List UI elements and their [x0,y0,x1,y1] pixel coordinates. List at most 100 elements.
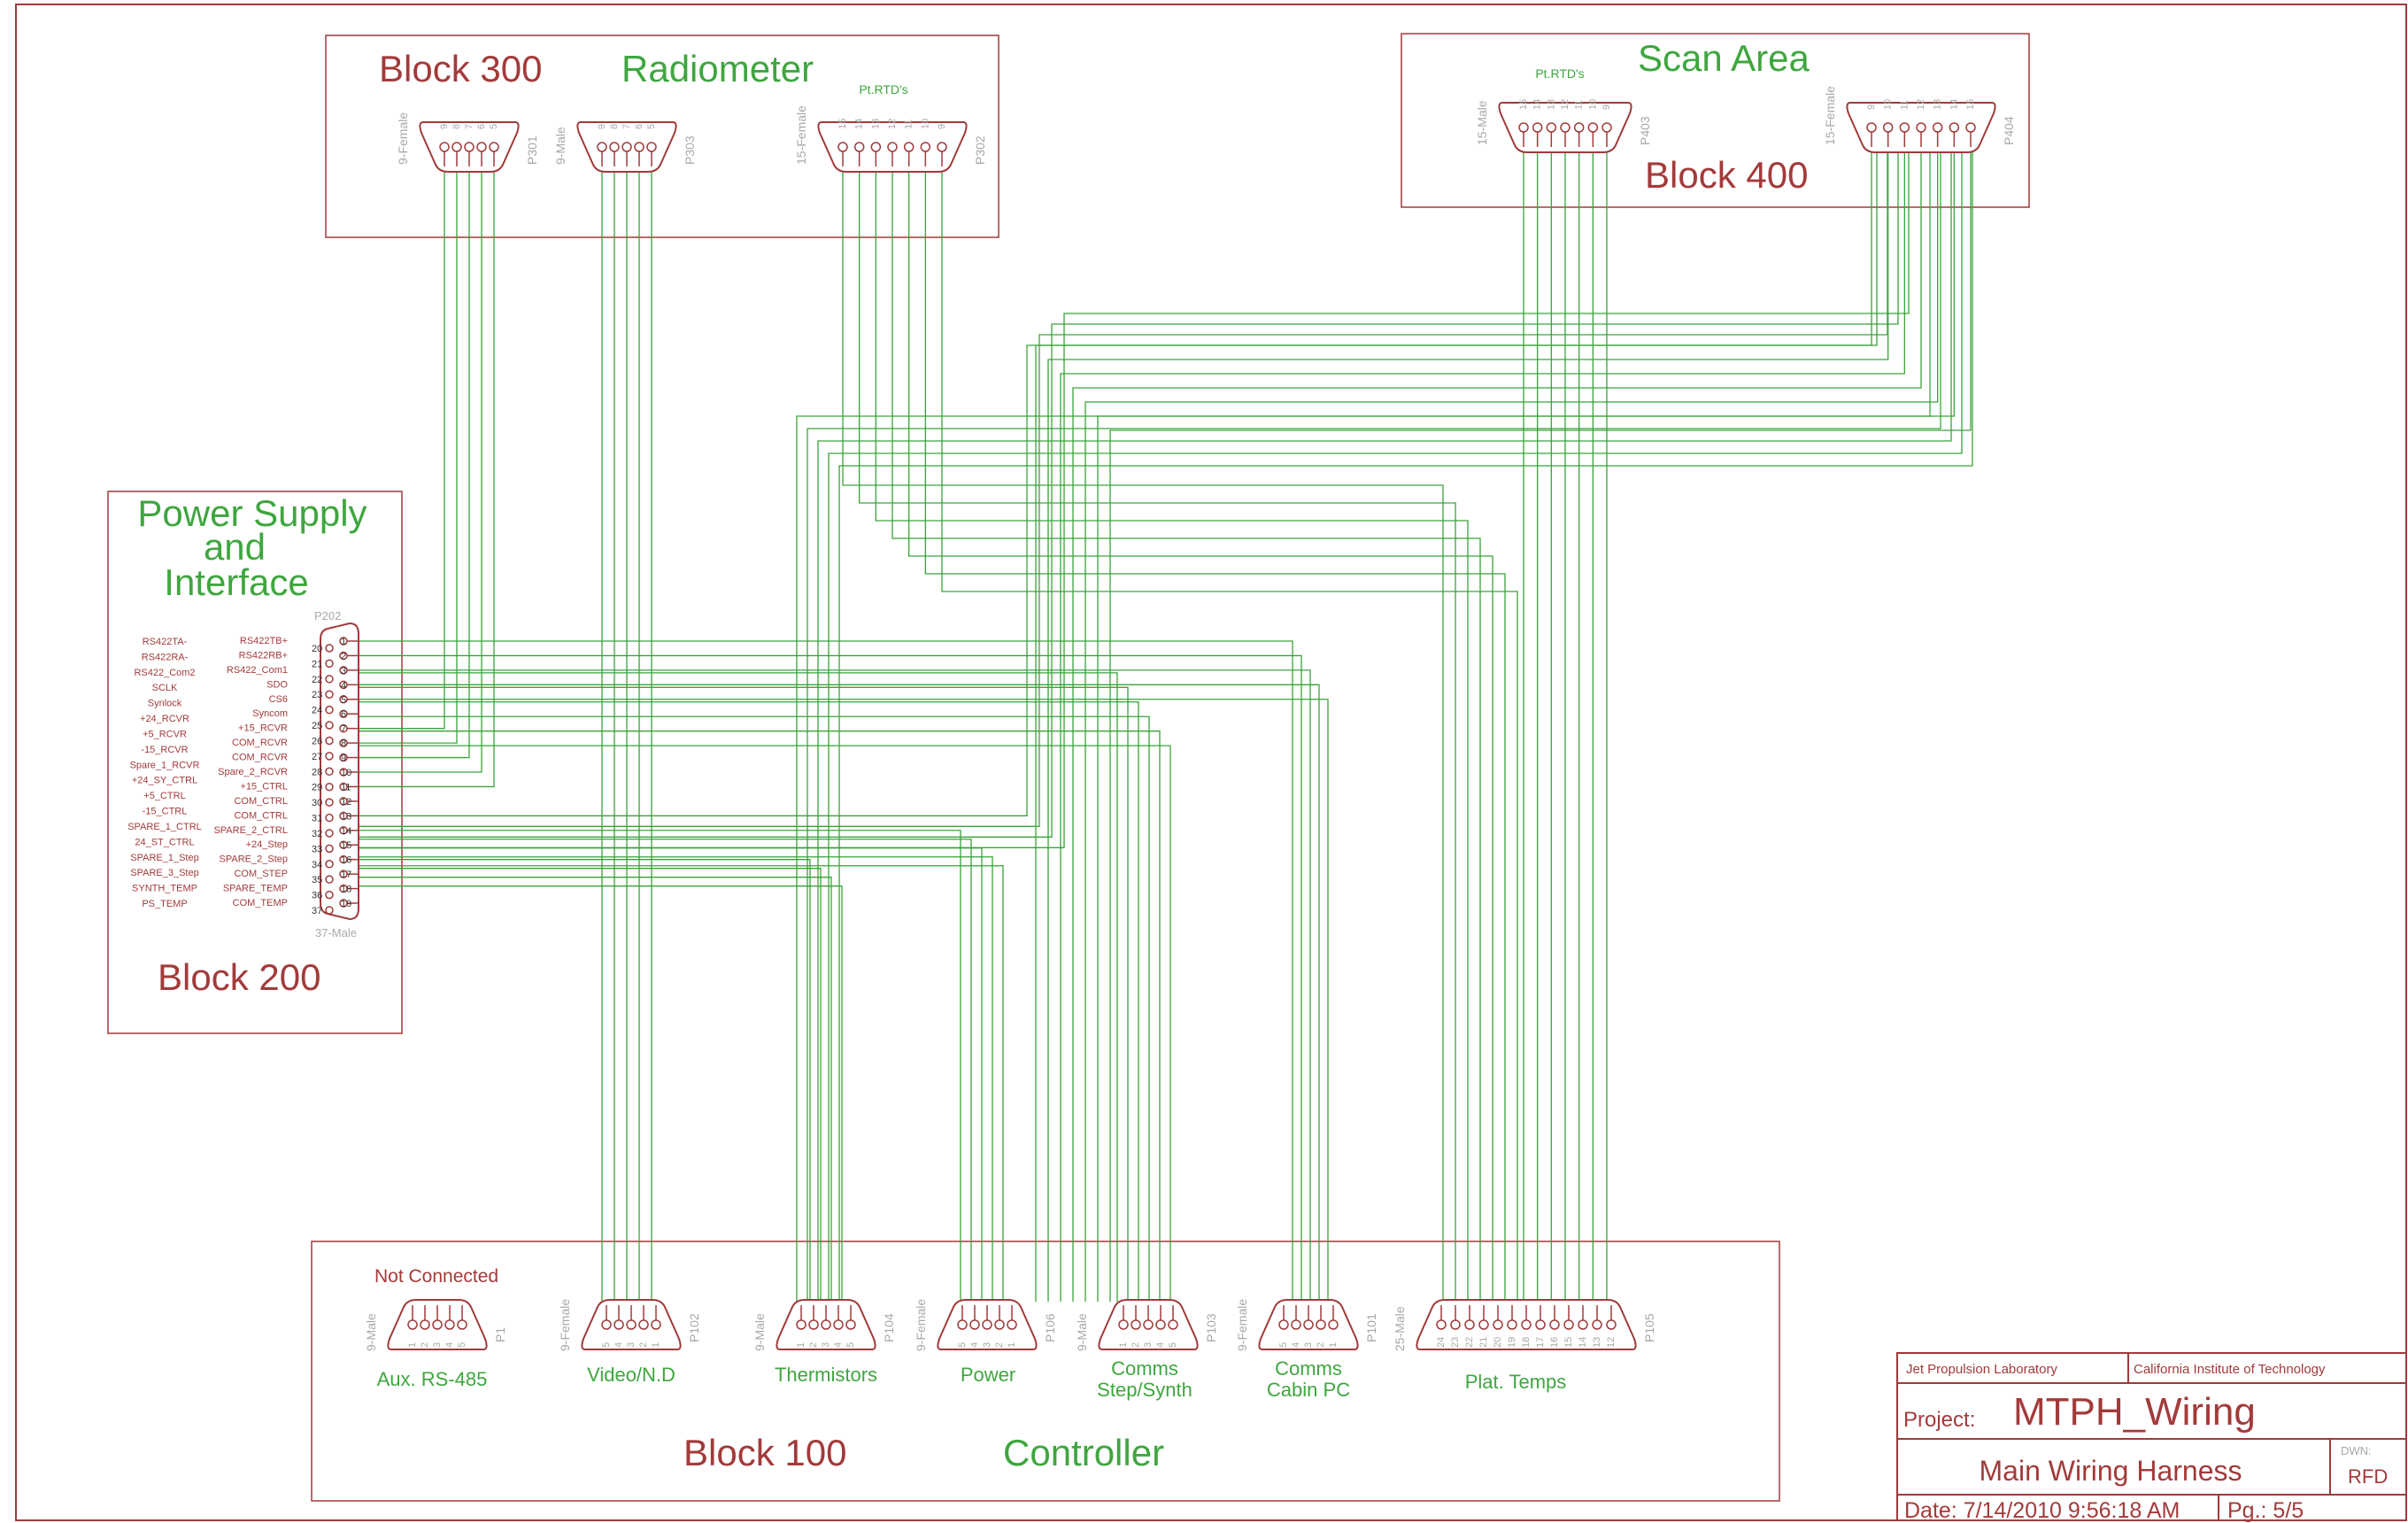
pin-number: 5 [646,124,657,129]
wire [807,147,1941,1302]
wire [359,672,1118,1302]
wire [875,166,1469,1302]
pin-number: 5 [845,1342,856,1348]
pin-number: 4 [614,1342,624,1348]
p202-signal-label: +15_RCVR [238,723,288,734]
p404-ref: P404 [2002,116,2016,145]
pin-number: 16 [1549,1337,1560,1348]
p202-pin-number: 22 [312,675,322,685]
p103-label: Step/Synth [1097,1379,1192,1401]
wire [359,166,458,744]
title-block-page: Pg.: 5/5 [2227,1498,2304,1523]
wire [359,147,1878,816]
pin-number: 14 [1532,99,1543,110]
p103-label: Comms [1111,1357,1178,1380]
p101-label: Comms [1275,1357,1342,1380]
p101-ref: P101 [1364,1313,1378,1342]
block-200-name: Block 200 [158,956,320,998]
p202-pin [325,875,334,884]
p202-pin-number: 3 [341,666,346,676]
pin-number: 15 [1965,99,1976,110]
wire [359,147,1888,827]
wire [359,830,961,1302]
p202-signal-label: COM_RCVR [232,738,288,748]
p104-type: 9-Male [752,1313,767,1351]
pin-number: 10 [1883,99,1894,110]
wire [359,731,1161,1302]
title-block-dwn: RFD [2348,1465,2388,1488]
wire [359,684,1320,1302]
p202-signal-label: RS422RB+ [239,650,288,661]
wire [359,865,1004,1302]
wire [359,699,1329,1302]
p202-signal-label: SPARE_2_CTRL [213,825,288,836]
pin-number: 10 [1587,99,1598,110]
p202-pin [325,860,334,869]
pin-number: 5 [1278,1342,1289,1348]
wire [359,686,1129,1302]
p202-signal-label: PS_TEMP [142,899,187,909]
pin-number: 15 [1518,99,1529,110]
p101-label: Cabin PC [1267,1379,1350,1401]
p103-ref: P103 [1204,1313,1218,1342]
block-100-title: Controller [1003,1432,1164,1473]
p202-pin [325,721,334,730]
pin-number: 15 [837,119,848,129]
p403-label: Pt.RTD's [1535,66,1584,81]
p202-pin-number: 27 [312,752,322,762]
p202-signal-label: SPARE_1_CTRL [127,822,202,832]
pin-number: 19 [1507,1337,1517,1348]
p105-ref: P105 [1642,1313,1656,1342]
p202-pin-number: 16 [341,855,351,866]
pin-number: 20 [1493,1337,1503,1348]
p202-pin-number: 1 [341,637,346,647]
wire [359,868,822,1302]
pin-number: 3 [626,1342,637,1348]
p301-type: 9-Female [396,112,410,165]
pin-number: 12 [1560,99,1571,110]
pin-number: 1 [796,1342,807,1348]
wire [842,166,1444,1302]
block-300-title: Radiometer [621,48,814,89]
pin-number: 7 [464,124,475,129]
wire [838,147,1973,1302]
p202-pin-number: 35 [312,875,322,885]
block-200-title-line1: Power Supply [137,492,367,534]
p303-ref: P303 [683,135,697,165]
p103-type: 9-Male [1075,1313,1089,1351]
wire [359,715,1150,1302]
wire [359,166,445,730]
pin-number: 4 [1291,1342,1301,1348]
wire [359,147,1899,838]
p202-signal-label: SCLK [152,683,178,693]
p202-signal-label: RS422TA- [143,637,188,647]
p202-pin [325,736,334,746]
p202-pin [325,644,334,653]
p202-signal-label: COM_CTRL [234,796,288,807]
p202-pin-number: 36 [312,891,322,901]
pin-number: 21 [1478,1337,1489,1348]
pin-number: 5 [489,124,499,129]
pin-number: 14 [1578,1337,1588,1348]
block-400-title: Scan Area [1638,37,1810,79]
p202-pin-number: 33 [312,844,322,854]
p202-pin-number: 7 [341,724,346,735]
p202-pin-number: 28 [312,767,322,777]
block-100-name: Block 100 [683,1432,846,1473]
p202-signal-label: SYNTH_TEMP [132,884,197,894]
p202-signal-label: +24_RCVR [140,714,189,724]
p202-pin-number: 31 [312,814,322,824]
connector-p202: 1RS422TB+2RS422RB+3RS422_Com14SDO5CS66Sy… [127,609,359,939]
block-200-box [107,491,403,1034]
pin-number: 11 [1574,100,1585,110]
p202-pin [325,752,334,761]
p301-ref: P301 [525,135,539,165]
p303-type: 9-Male [553,127,567,165]
pin-number: 1 [651,1342,661,1348]
wire [1035,147,1872,1302]
p202-signal-label: RS422RA- [142,652,189,662]
p202-signal-label: +5_CTRL [143,791,185,801]
pin-number: 9 [597,124,607,129]
p403-shell [1498,102,1632,153]
